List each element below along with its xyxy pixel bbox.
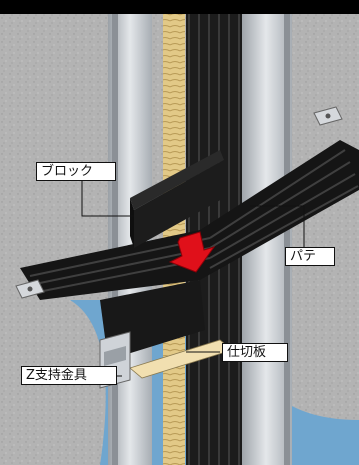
insert-arrow xyxy=(168,231,216,273)
top-band xyxy=(0,0,359,14)
fire-block xyxy=(130,150,224,248)
label-partition: 仕切板 xyxy=(222,343,288,362)
label-block: ブロック xyxy=(36,162,116,181)
label-z-bracket: Z支持金具 xyxy=(21,366,117,385)
label-putty: パテ xyxy=(285,247,335,266)
